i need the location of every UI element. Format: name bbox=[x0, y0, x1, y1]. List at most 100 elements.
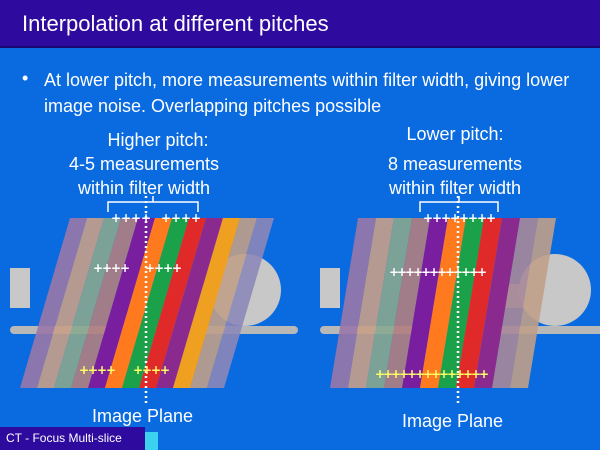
measurement-marker: + bbox=[399, 367, 409, 381]
measurement-marker: + bbox=[432, 211, 442, 225]
measurement-marker: + bbox=[163, 261, 173, 275]
measurement-marker: + bbox=[431, 367, 441, 381]
helix-strip-faded bbox=[384, 218, 430, 388]
helix-strip-faded bbox=[207, 218, 274, 388]
measurement-marker: + bbox=[133, 363, 143, 377]
helix-strip bbox=[88, 218, 155, 388]
measurement-marker: + bbox=[463, 367, 473, 381]
left-image-plane-label: Image Plane bbox=[92, 406, 194, 426]
right-caption-line3: within filter width bbox=[388, 178, 522, 198]
measurement-marker: + bbox=[93, 261, 103, 275]
helix-strip-faded bbox=[330, 218, 376, 388]
helix-strip bbox=[438, 218, 484, 388]
right-caption-line2: 8 measurements bbox=[387, 154, 523, 174]
helix-strip bbox=[139, 218, 206, 388]
measurement-marker: + bbox=[97, 363, 107, 377]
measurement-marker: + bbox=[471, 367, 481, 381]
measurement-marker: + bbox=[154, 261, 164, 275]
footer-label: CT - Focus Multi-slice bbox=[0, 427, 145, 450]
measurement-marker: + bbox=[131, 211, 141, 225]
measurement-marker: + bbox=[120, 261, 130, 275]
measurement-marker: + bbox=[439, 367, 449, 381]
measurement-marker: + bbox=[106, 363, 116, 377]
helix-strip bbox=[474, 218, 520, 388]
helix-strip-faded bbox=[510, 218, 556, 388]
slide-title: Interpolation at different pitches bbox=[22, 11, 329, 36]
helix-strip bbox=[173, 218, 240, 388]
helix-strip-faded bbox=[71, 218, 138, 388]
helix-strip-faded bbox=[492, 218, 538, 388]
left-caption-line1: Higher pitch: bbox=[107, 130, 209, 150]
measurement-marker: + bbox=[469, 265, 479, 279]
measurement-marker: + bbox=[441, 211, 451, 225]
measurement-marker: + bbox=[191, 211, 201, 225]
helix-strip bbox=[420, 218, 466, 388]
measurement-marker: + bbox=[468, 211, 478, 225]
helix-strip bbox=[456, 218, 502, 388]
measurement-marker: + bbox=[88, 363, 98, 377]
measurement-marker: + bbox=[79, 363, 89, 377]
measurement-marker: + bbox=[141, 211, 151, 225]
measurement-marker: + bbox=[383, 367, 393, 381]
measurement-marker: + bbox=[102, 261, 112, 275]
gantry-edge bbox=[10, 268, 30, 308]
measurement-marker: + bbox=[121, 211, 131, 225]
measurement-marker: + bbox=[161, 211, 171, 225]
measurement-marker: + bbox=[437, 265, 447, 279]
measurement-marker: + bbox=[423, 211, 433, 225]
measurement-marker: + bbox=[172, 261, 182, 275]
measurement-marker: + bbox=[389, 265, 399, 279]
measurement-marker: + bbox=[486, 211, 496, 225]
measurement-marker: + bbox=[450, 211, 460, 225]
measurement-marker: + bbox=[375, 367, 385, 381]
helix-strip-faded bbox=[54, 218, 121, 388]
measurement-marker: + bbox=[160, 363, 170, 377]
right-diagram: ++++++++++++++++++++++++++++++++++ bbox=[320, 196, 600, 405]
filter-width-bracket bbox=[107, 196, 199, 212]
helix-strip-faded bbox=[37, 218, 104, 388]
title-bar: Interpolation at different pitches bbox=[0, 0, 600, 48]
left-caption-line3: within filter width bbox=[77, 178, 211, 198]
measurement-marker: + bbox=[453, 265, 463, 279]
filter-width-bracket bbox=[419, 196, 499, 212]
measurement-marker: + bbox=[413, 265, 423, 279]
right-caption-line1: Lower pitch: bbox=[406, 124, 504, 144]
left-diagram: ++++++++++++++++++++++++ bbox=[10, 196, 298, 405]
measurement-marker: + bbox=[151, 363, 161, 377]
left-caption-line2: 4-5 measurements bbox=[68, 154, 220, 174]
helix-strip-faded bbox=[348, 218, 394, 388]
measurement-marker: + bbox=[429, 265, 439, 279]
helix-strip bbox=[156, 218, 223, 388]
measurement-marker: + bbox=[421, 265, 431, 279]
measurement-marker: + bbox=[111, 211, 121, 225]
measurement-marker: + bbox=[461, 265, 471, 279]
measurement-marker: + bbox=[479, 367, 489, 381]
gantry-edge bbox=[320, 268, 340, 308]
measurement-marker: + bbox=[445, 265, 455, 279]
measurement-marker: + bbox=[447, 367, 457, 381]
measurement-marker: + bbox=[477, 265, 487, 279]
right-image-plane-label: Image Plane bbox=[402, 411, 504, 431]
measurement-marker: + bbox=[477, 211, 487, 225]
measurement-marker: + bbox=[407, 367, 417, 381]
measurement-marker: + bbox=[423, 367, 433, 381]
measurement-marker: + bbox=[415, 367, 425, 381]
measurement-marker: + bbox=[181, 211, 191, 225]
measurement-marker: + bbox=[459, 211, 469, 225]
measurement-marker: + bbox=[111, 261, 121, 275]
measurement-marker: + bbox=[455, 367, 465, 381]
helix-strip-faded bbox=[20, 218, 87, 388]
helix-strip bbox=[402, 218, 448, 388]
helix-strip bbox=[122, 218, 189, 388]
helix-strip-faded bbox=[366, 218, 412, 388]
measurement-marker: + bbox=[397, 265, 407, 279]
measurement-marker: + bbox=[391, 367, 401, 381]
measurement-marker: + bbox=[142, 363, 152, 377]
bullet-marker: • bbox=[22, 68, 29, 88]
measurement-marker: + bbox=[145, 261, 155, 275]
helix-strip bbox=[105, 218, 172, 388]
bullet-text: At lower pitch, more measurements within… bbox=[44, 70, 570, 116]
measurement-marker: + bbox=[171, 211, 181, 225]
measurement-marker: + bbox=[405, 265, 415, 279]
